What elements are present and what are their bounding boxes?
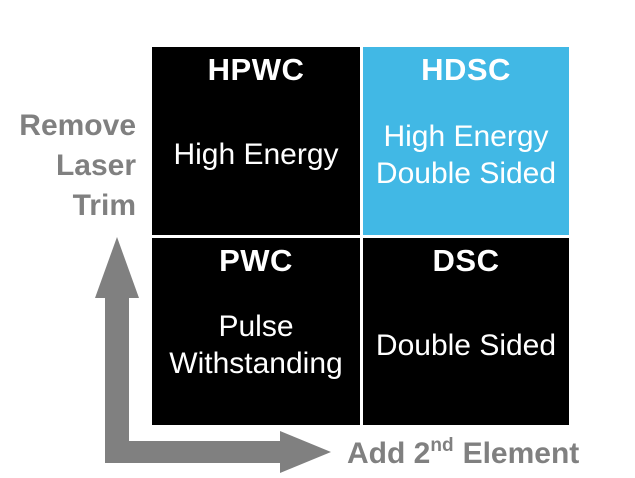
quadrant-subtitle-line: Double Sided bbox=[375, 328, 557, 362]
x-axis-label: Add 2nd Element bbox=[347, 435, 580, 475]
y-axis-label-line: Remove bbox=[19, 109, 136, 142]
quadrant-body: Double Sided bbox=[376, 279, 556, 425]
quadrant-body: Pulse Withstanding bbox=[169, 279, 342, 425]
y-axis-label: Remove Laser Trim bbox=[0, 106, 136, 226]
x-axis-arrowhead-icon bbox=[280, 431, 331, 473]
quadrant-grid: HPWC High Energy HDSC High Energy Double… bbox=[152, 47, 569, 425]
quadrant-dsc: DSC Double Sided bbox=[363, 238, 569, 425]
quadrant-title: HDSC bbox=[421, 52, 511, 87]
x-axis-shaft bbox=[105, 441, 282, 463]
x-axis-label-superscript: nd bbox=[430, 435, 454, 456]
quadrant-title: PWC bbox=[219, 243, 293, 278]
quadrant-subtitle-line: Pulse bbox=[218, 310, 294, 343]
y-axis-arrowhead-icon bbox=[95, 237, 139, 298]
quadrant-subtitle-line: High Energy bbox=[173, 138, 339, 171]
y-axis-shaft bbox=[105, 290, 129, 463]
quadrant-hpwc: HPWC High Energy bbox=[152, 47, 360, 235]
quadrant-title: HPWC bbox=[207, 52, 305, 87]
quadrant-pwc: PWC Pulse Withstanding bbox=[152, 238, 360, 425]
quadrant-subtitle-line: High Energy bbox=[383, 119, 549, 153]
quadrant-subtitle-line: Withstanding bbox=[169, 347, 343, 380]
quadrant-body: High Energy Double Sided bbox=[376, 88, 556, 235]
x-axis-label-text: Add 2 bbox=[347, 437, 431, 470]
quadrant-body: High Energy bbox=[173, 88, 338, 235]
y-axis-label-line: Trim bbox=[72, 189, 136, 222]
y-axis-label-line: Laser bbox=[55, 149, 136, 182]
quadrant-subtitle-line: Double Sided bbox=[375, 156, 557, 190]
quadrant-hdsc: HDSC High Energy Double Sided bbox=[363, 47, 569, 235]
x-axis-label-text: Element bbox=[462, 437, 580, 470]
quadrant-title: DSC bbox=[432, 243, 500, 278]
